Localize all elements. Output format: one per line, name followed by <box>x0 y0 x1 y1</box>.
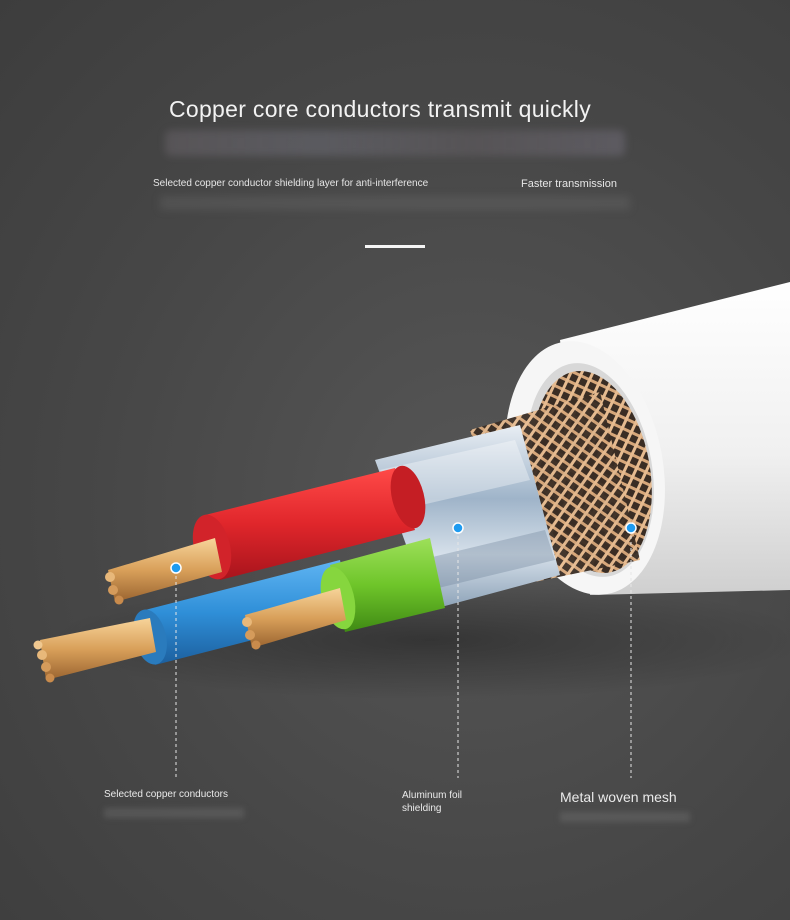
blue-copper-strands <box>33 618 156 683</box>
blurred-label-mesh <box>560 812 690 822</box>
title-divider <box>365 245 425 248</box>
blurred-label-copper <box>104 808 244 818</box>
cable-illustration <box>33 282 790 778</box>
label-foil-shielding: Aluminum foil shielding <box>402 790 463 814</box>
green-copper-strands <box>242 588 346 650</box>
green-wire <box>242 538 445 650</box>
red-wire <box>105 465 426 605</box>
subtitle-right: Faster transmission <box>521 178 617 190</box>
callout-copper <box>170 562 182 778</box>
label-woven-mesh: Metal woven mesh <box>560 789 677 805</box>
callout-mesh <box>625 522 637 778</box>
label-copper-conductors: Selected copper conductors <box>104 789 228 800</box>
page-title: Copper core conductors transmit quickly <box>168 96 592 122</box>
blurred-subtitle <box>165 130 625 156</box>
red-copper-strands <box>105 538 222 605</box>
blue-wire <box>33 560 350 683</box>
subtitle-left: Selected copper conductor shielding laye… <box>153 178 429 189</box>
callout-foil <box>452 522 464 778</box>
blurred-caption <box>160 196 630 210</box>
